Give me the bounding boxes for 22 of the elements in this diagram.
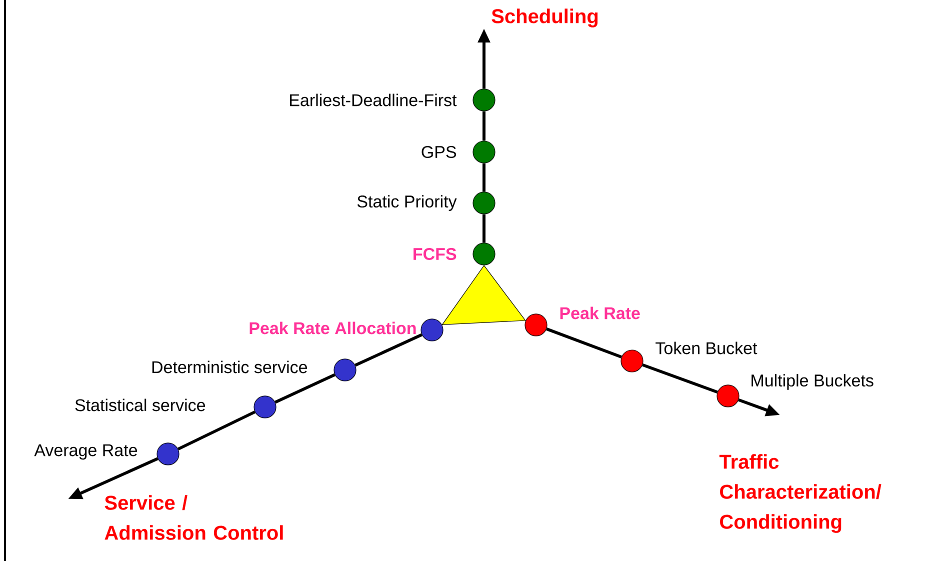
axis-line: [274, 373, 336, 404]
dot-label: Average Rate: [34, 444, 138, 460]
dot-label: Statistical service: [75, 398, 206, 412]
dot-label: FCFS: [414, 248, 456, 260]
axis-title: Scheduling: [492, 8, 598, 28]
dot-label: Token Bucket: [656, 342, 758, 354]
dot-label: Multiple Buckets: [752, 374, 874, 390]
dot-label: Peak Rate: [560, 306, 640, 320]
dot-label: Static Priority: [357, 195, 457, 211]
dot-label: Deterministic service: [152, 360, 308, 374]
dot-label: Peak Rate Allocation: [250, 322, 416, 334]
axis-line: [642, 363, 718, 394]
axis-line: [482, 163, 486, 192]
axis-line: [178, 410, 256, 450]
axis-line: [546, 328, 622, 358]
axis-title: Service / Admission Control: [104, 495, 283, 540]
dot-label: Earliest-Deadline-First: [290, 94, 457, 106]
axis-title: Traffic Characterization/ Conditioning: [719, 454, 882, 533]
dot-label: GPS: [422, 146, 456, 158]
axis-line: [354, 333, 422, 367]
axis-line: [482, 214, 486, 243]
axis-line: [482, 111, 486, 141]
